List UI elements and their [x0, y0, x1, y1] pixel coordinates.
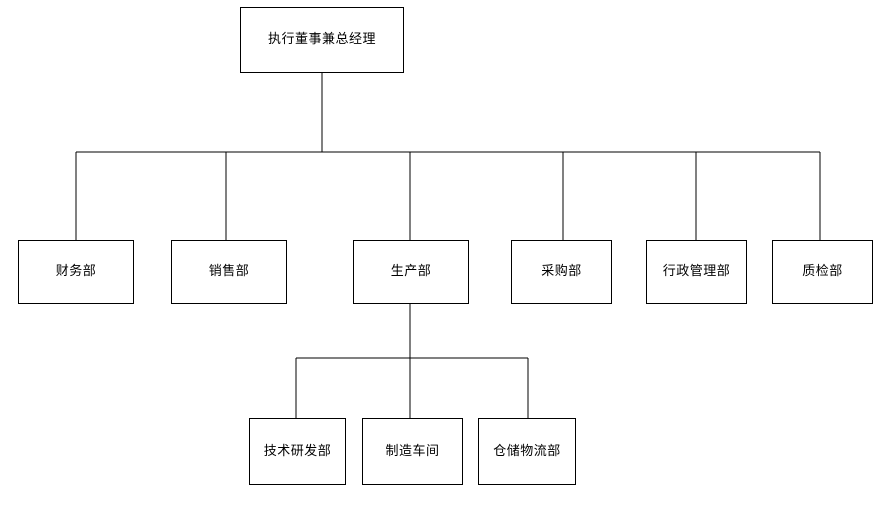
org-node-n0[interactable]: 执行董事兼总经理 — [240, 7, 404, 73]
org-node-label: 行政管理部 — [662, 264, 731, 280]
org-node-n7[interactable]: 技术研发部 — [249, 418, 346, 485]
org-node-n1[interactable]: 财务部 — [18, 240, 134, 304]
org-node-n4[interactable]: 采购部 — [511, 240, 612, 304]
org-node-label: 仓储物流部 — [493, 443, 561, 459]
org-node-label: 财务部 — [55, 264, 97, 280]
org-node-label: 制造车间 — [385, 443, 440, 459]
org-node-n9[interactable]: 仓储物流部 — [478, 418, 576, 485]
org-node-n3[interactable]: 生产部 — [353, 240, 469, 304]
org-node-label: 生产部 — [390, 264, 432, 280]
org-node-label: 执行董事兼总经理 — [267, 32, 376, 48]
org-node-n6[interactable]: 质检部 — [772, 240, 873, 304]
org-node-n8[interactable]: 制造车间 — [362, 418, 463, 485]
org-node-label: 销售部 — [208, 264, 250, 280]
org-node-label: 技术研发部 — [263, 443, 332, 459]
org-node-n2[interactable]: 销售部 — [171, 240, 287, 304]
org-node-label: 采购部 — [541, 264, 582, 280]
org-node-label: 质检部 — [802, 264, 843, 280]
org-node-n5[interactable]: 行政管理部 — [646, 240, 747, 304]
